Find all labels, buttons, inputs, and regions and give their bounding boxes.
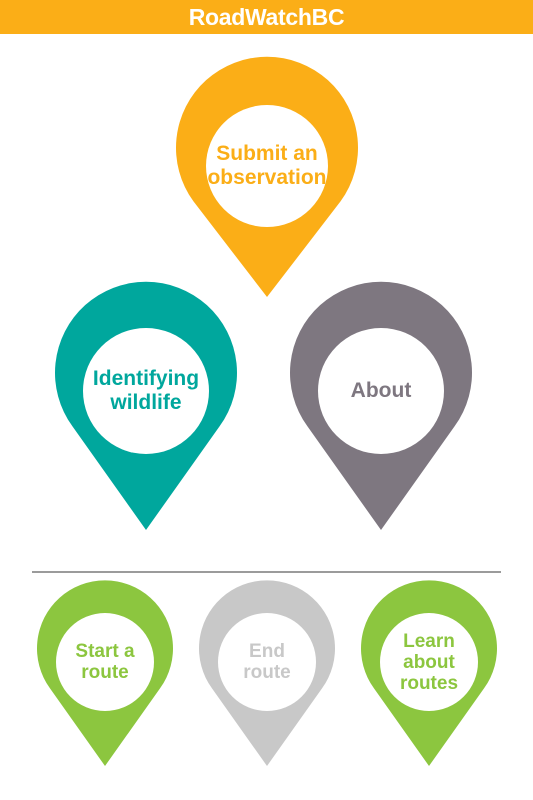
pin-label: Submit an observation <box>207 142 327 189</box>
section-divider <box>32 571 501 573</box>
pin-inner <box>206 105 328 227</box>
about-button[interactable]: About <box>290 281 472 530</box>
identifying-wildlife-button[interactable]: Identifying wildlife <box>55 281 237 530</box>
start-route-button[interactable]: Start a route <box>36 580 173 766</box>
learn-about-routes-button[interactable]: Learn about routes <box>361 580 497 766</box>
app-header: RoadWatchBC <box>0 0 533 34</box>
app-title: RoadWatchBC <box>188 3 345 30</box>
pin-inner <box>318 328 444 454</box>
map-pin-icon <box>290 281 472 530</box>
pin-inner <box>380 613 478 711</box>
pin-inner <box>56 613 154 711</box>
pin-label: About <box>350 379 412 402</box>
map-pin-icon <box>55 281 237 530</box>
map-pin-icon <box>36 580 173 766</box>
pin-label: End route <box>243 641 291 683</box>
pin-label: Identifying wildlife <box>92 367 200 414</box>
pin-label: Start a route <box>75 641 135 683</box>
map-pin-icon <box>176 56 358 298</box>
pin-inner <box>83 328 209 454</box>
map-pin-icon <box>199 580 335 766</box>
end-route-button[interactable]: End route <box>199 580 335 766</box>
submit-observation-button[interactable]: Submit an observation <box>176 56 358 298</box>
map-pin-icon <box>361 580 497 766</box>
pin-inner <box>218 613 316 711</box>
pin-label: Learn about routes <box>399 630 459 694</box>
